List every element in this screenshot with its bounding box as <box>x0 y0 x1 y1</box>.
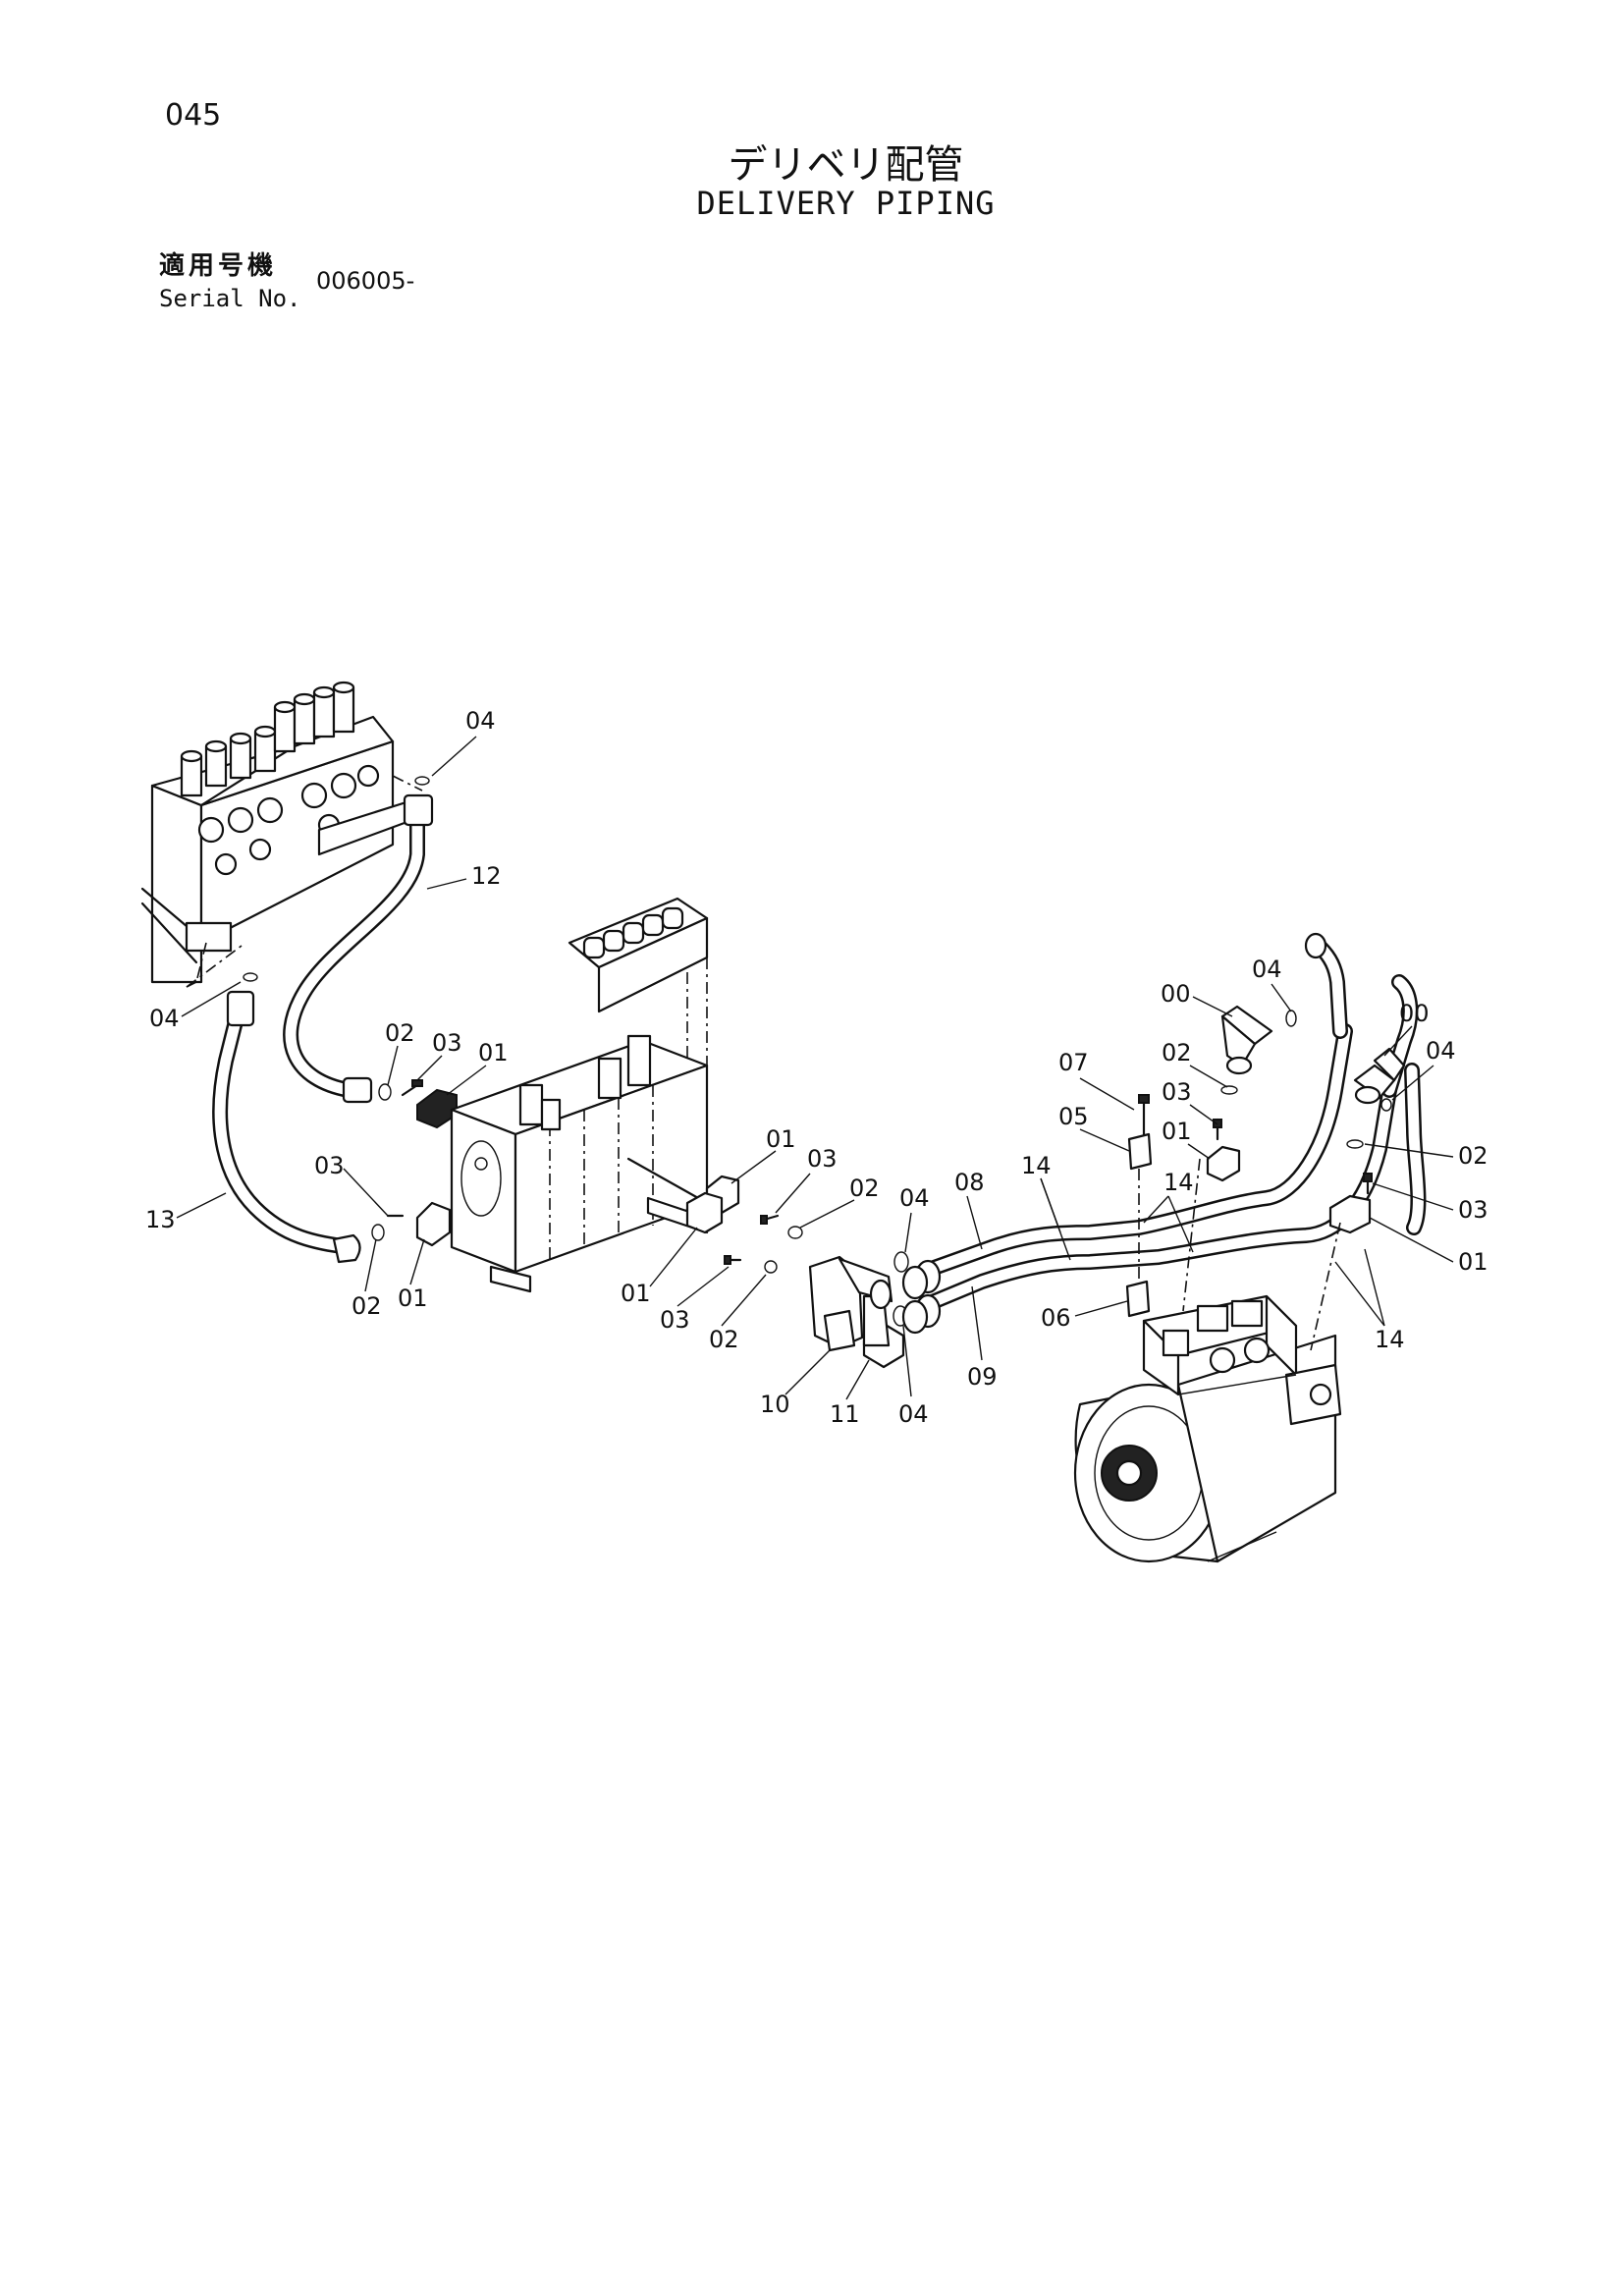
part-label: 09 <box>967 1363 998 1391</box>
part-label: 14 <box>1375 1326 1405 1353</box>
pipe-clamps <box>1125 1094 1153 1318</box>
part-label: 14 <box>1163 1169 1194 1196</box>
serial-number-value: 006005- <box>316 267 415 295</box>
part-label: 00 <box>1399 1000 1430 1027</box>
part-label: 03 <box>1162 1078 1192 1106</box>
part-label: 01 <box>1162 1118 1192 1145</box>
elbow-10-11 <box>808 1251 909 1369</box>
center-fittings <box>685 1175 803 1274</box>
part-label: 00 <box>1161 980 1191 1008</box>
serial-label-english: Serial No. <box>159 285 301 312</box>
part-label: 03 <box>432 1029 462 1057</box>
part-label: 04 <box>149 1005 180 1032</box>
control-valve-icon <box>140 681 423 988</box>
part-label: 03 <box>807 1145 838 1173</box>
part-label: 14 <box>1021 1152 1052 1179</box>
serial-label-japanese: 適用号機 <box>159 251 278 281</box>
pilot-block-icon <box>568 897 709 1139</box>
part-label: 05 <box>1058 1103 1089 1130</box>
page-title-japanese: デリベリ配管 <box>728 142 964 188</box>
part-label: 06 <box>1041 1304 1071 1332</box>
part-label: 02 <box>849 1175 880 1202</box>
part-label: 01 <box>398 1285 428 1312</box>
part-label: 04 <box>1252 956 1282 983</box>
part-label: 11 <box>830 1400 860 1428</box>
part-labels: 04 12 04 13 02 03 01 03 02 01 01 03 02 <box>145 707 1488 1428</box>
part-label: 07 <box>1058 1049 1089 1076</box>
delivery-pipes <box>901 932 1427 1335</box>
page-number: 045 <box>165 98 222 133</box>
pump-side-fittings <box>1206 1005 1406 1234</box>
page-title-english: DELIVERY PIPING <box>696 185 996 222</box>
center-valve-body <box>450 1034 709 1293</box>
part-label: 13 <box>145 1206 176 1233</box>
part-label: 03 <box>1458 1196 1488 1224</box>
part-label: 01 <box>478 1039 509 1066</box>
part-label: 02 <box>1458 1142 1488 1170</box>
part-label: 01 <box>766 1125 796 1153</box>
part-label: 04 <box>465 707 496 735</box>
part-label: 02 <box>352 1292 382 1320</box>
part-label: 02 <box>709 1326 739 1353</box>
part-label: 01 <box>621 1280 651 1307</box>
part-label: 10 <box>760 1391 790 1418</box>
part-label: 02 <box>385 1019 415 1047</box>
part-label: 12 <box>471 862 502 890</box>
part-label: 02 <box>1162 1039 1192 1066</box>
hose-12 <box>283 793 434 1104</box>
part-label: 04 <box>1426 1037 1456 1065</box>
part-label: 03 <box>314 1152 345 1179</box>
part-label: 01 <box>1458 1248 1488 1276</box>
hydraulic-pump-icon <box>1073 1158 1342 1563</box>
hose-13 <box>212 990 361 1264</box>
part-label: 08 <box>954 1169 985 1196</box>
part-label: 03 <box>660 1306 690 1334</box>
part-label: 04 <box>899 1184 930 1212</box>
part-label: 04 <box>898 1400 929 1428</box>
